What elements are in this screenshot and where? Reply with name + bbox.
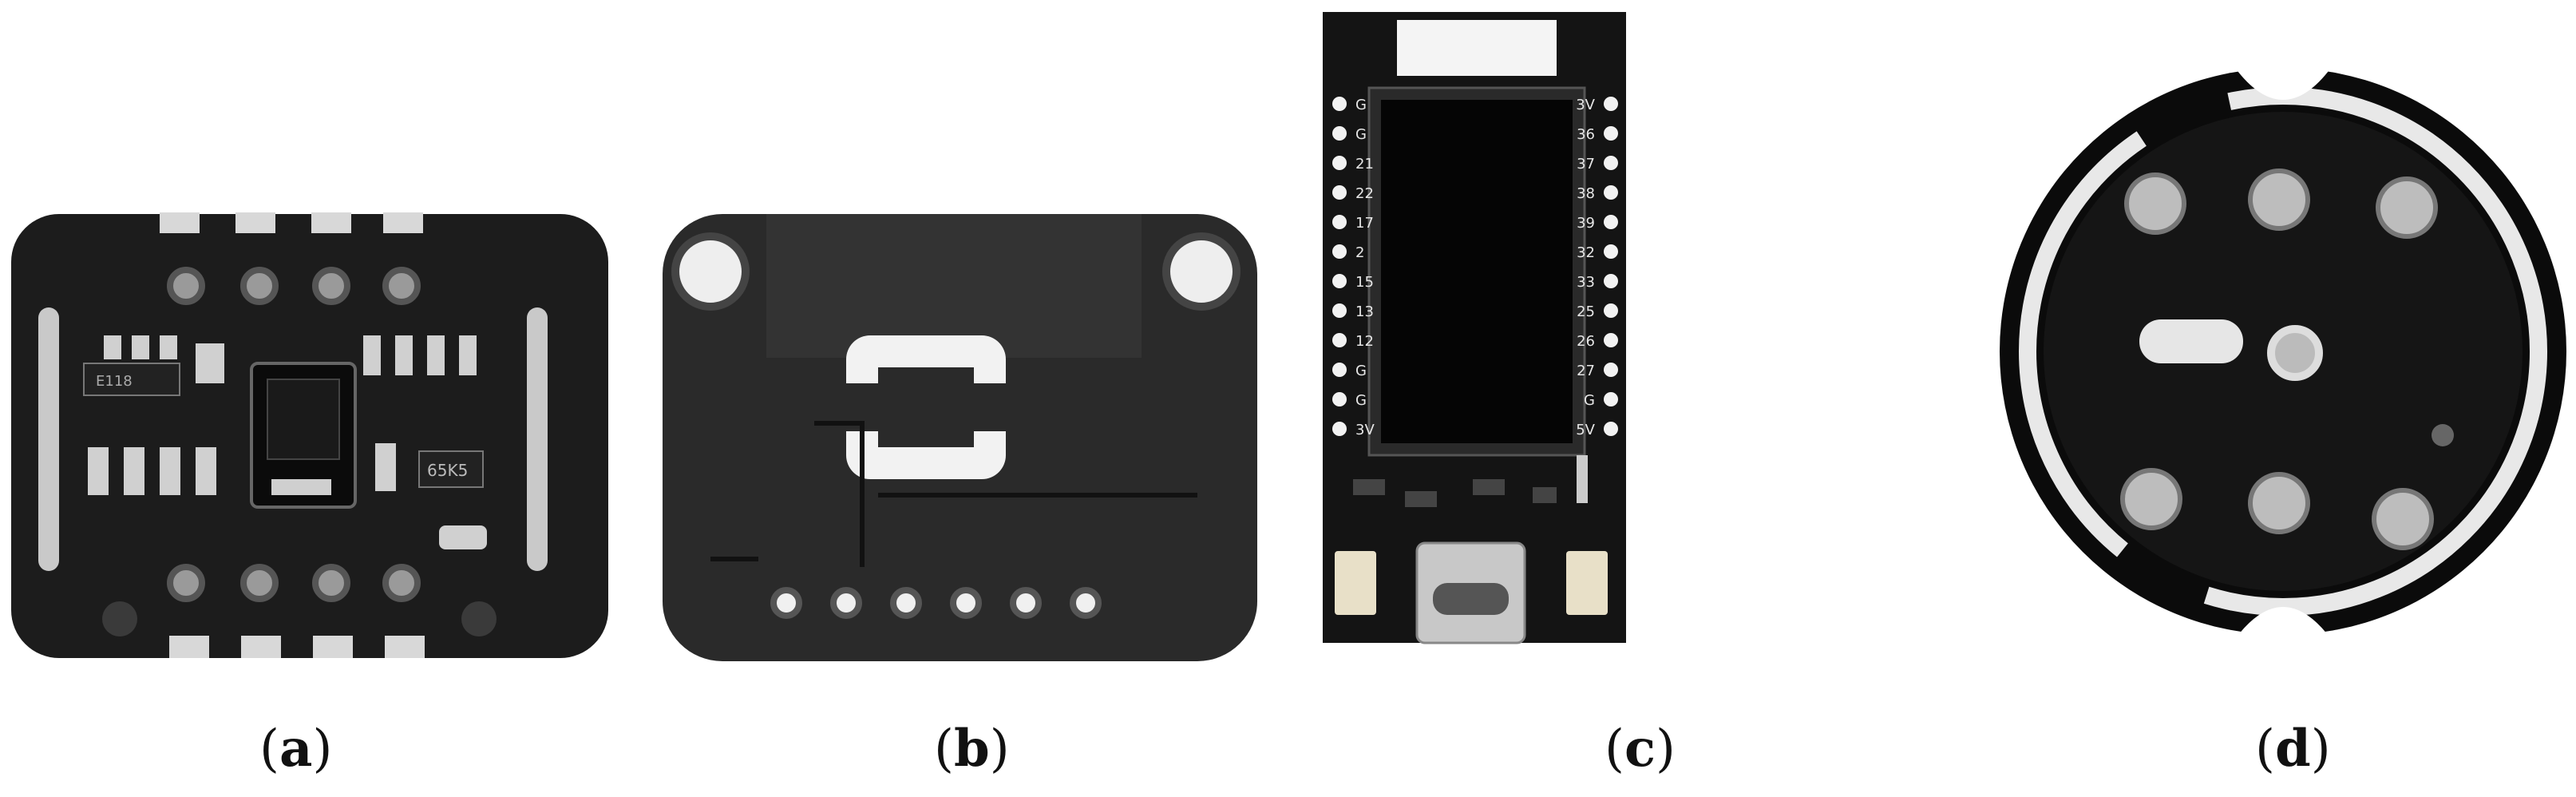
right-slot	[527, 307, 548, 571]
left-pin-pad	[1332, 363, 1347, 377]
smd-components	[1353, 479, 1557, 507]
mount-hole-left	[671, 232, 750, 311]
caption-c: (c)	[1605, 719, 1676, 779]
right-pin-pad	[1604, 363, 1618, 377]
right-pin-pad	[1604, 215, 1618, 229]
left-pin-label: G	[1355, 363, 1367, 379]
left-pin-label: 3V	[1355, 422, 1375, 438]
left-pin-label: 15	[1355, 274, 1374, 291]
right-pin-pad	[1604, 185, 1618, 200]
right-pin-pad	[1604, 156, 1618, 170]
center-pad	[2267, 325, 2323, 381]
right-pin-label: 39	[1577, 215, 1595, 232]
antenna-area	[1397, 20, 1557, 76]
right-pin-label: 36	[1577, 126, 1595, 143]
regulator-marking: E118	[96, 373, 133, 390]
regulator-chip	[83, 363, 180, 396]
right-pin-label: 37	[1577, 156, 1595, 172]
panel-b: (b)	[639, 0, 1277, 797]
left-pin-label: 21	[1355, 156, 1374, 172]
bottom-pads	[169, 636, 425, 658]
left-pin-pad	[1332, 392, 1347, 406]
left-pin-pad	[1332, 303, 1347, 318]
left-slot	[38, 307, 59, 571]
left-pin-pad	[1332, 244, 1347, 259]
top-notch	[2235, 68, 2331, 100]
right-pin-pad	[1604, 126, 1618, 141]
right-pin-label: 27	[1577, 363, 1595, 379]
left-pin-pad	[1332, 215, 1347, 229]
right-pin-pad	[1604, 97, 1618, 111]
oval-pad	[2139, 319, 2243, 363]
right-pin-label: 26	[1577, 333, 1595, 350]
small-ic	[418, 450, 484, 488]
round-pcb-photo	[2000, 68, 2566, 639]
right-pin-pad	[1604, 244, 1618, 259]
left-pin-label: G	[1355, 97, 1367, 113]
left-pin-label: 22	[1355, 185, 1374, 202]
left-pin-label: 12	[1355, 333, 1374, 350]
solder-joints	[2120, 169, 2438, 550]
sensor-board-photo: E118 65K5	[11, 212, 608, 658]
right-pin-pad	[1604, 333, 1618, 347]
caption-b: (b)	[934, 719, 1010, 779]
bottom-notch	[2235, 607, 2331, 639]
right-pin-header: 3V 36 37 38 39 32 33 25 26 27G 5V	[1576, 97, 1618, 438]
slot-bottom	[846, 431, 1006, 479]
slot-top	[846, 335, 1006, 383]
mount-hole-right	[1162, 232, 1241, 311]
smd-components	[88, 335, 487, 549]
panel-a: E118 65K5 (a)	[0, 0, 639, 797]
through-holes	[167, 267, 421, 602]
left-pin-pad	[1332, 97, 1347, 111]
left-pin-label: 2	[1355, 244, 1364, 261]
right-pin-label: 25	[1577, 303, 1595, 320]
right-pin-label: 33	[1577, 274, 1595, 291]
top-pads	[160, 212, 423, 233]
right-pin-label: 5V	[1576, 422, 1595, 438]
left-pin-pad	[1332, 274, 1347, 288]
left-pin-label: G	[1355, 126, 1367, 143]
right-pin-label: 32	[1577, 244, 1595, 261]
pcb-board-photo	[663, 214, 1257, 661]
left-pin-pad	[1332, 185, 1347, 200]
right-pin-label: 3V	[1576, 97, 1595, 113]
left-pin-label: 17	[1355, 215, 1374, 232]
left-pin-pad	[1332, 126, 1347, 141]
right-pin-label: G	[1584, 392, 1595, 409]
right-pin-pad	[1604, 392, 1618, 406]
left-button	[1335, 551, 1376, 615]
caption-a: (a)	[259, 719, 333, 779]
right-pin-pad	[1604, 274, 1618, 288]
traces	[710, 421, 1197, 567]
header-holes	[770, 587, 1102, 619]
right-pin-label: 38	[1577, 185, 1595, 202]
caption-d: (d)	[2255, 719, 2331, 779]
side-switch	[1577, 455, 1588, 503]
left-pin-pad	[1332, 333, 1347, 347]
panel-d: (d)	[1972, 0, 2576, 797]
left-pin-pad	[1332, 156, 1347, 170]
ic-marking: 65K5	[427, 461, 468, 480]
left-pin-label: 13	[1355, 303, 1374, 320]
right-pin-pad	[1604, 422, 1618, 436]
left-pin-pad	[1332, 422, 1347, 436]
left-pin-label: G	[1355, 392, 1367, 409]
right-pin-pad	[1604, 303, 1618, 318]
right-button	[1566, 551, 1608, 615]
